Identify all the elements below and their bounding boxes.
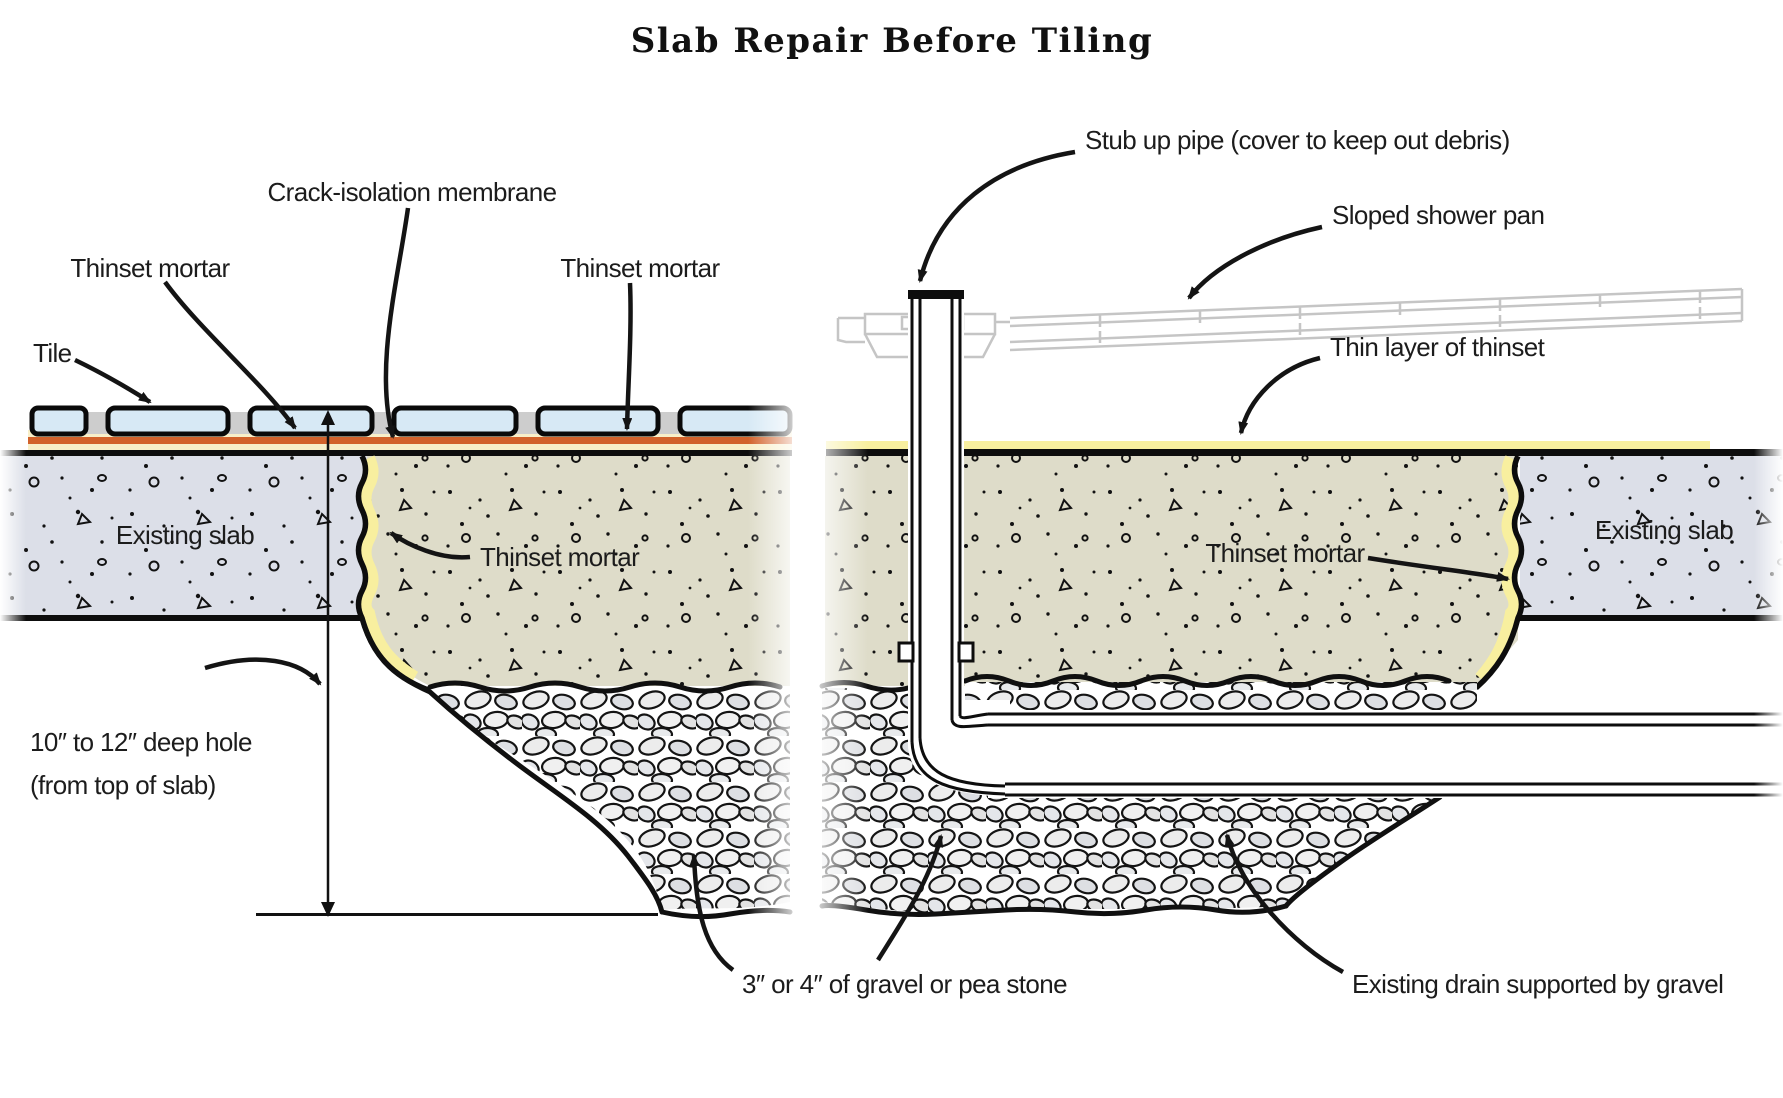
leader-arrows <box>74 149 1510 974</box>
sloped-shower-pan-ghost <box>836 287 1744 359</box>
page-title: Slab Repair Before Tiling <box>631 21 1154 61</box>
gravel-row-outline <box>962 674 1452 688</box>
label-thinset-top-left: Thinset mortar <box>70 253 230 283</box>
label-thinset-joint-right: Thinset mortar <box>1205 538 1365 568</box>
thinset-joint-yellow <box>359 455 419 683</box>
label-existing-slab-right: Existing slab <box>1595 515 1733 545</box>
shower-pan-arrow <box>1187 224 1323 300</box>
right-edge-fade <box>1754 430 1783 810</box>
thinset-top-left-arrow <box>163 280 297 430</box>
mound-bottom-outline <box>819 903 1289 917</box>
label-deep-hole-1: 10″ to 12″ deep hole <box>30 727 252 757</box>
label-tile: Tile <box>33 338 72 368</box>
gravel-left <box>428 690 790 910</box>
right-diagram <box>819 287 1783 917</box>
label-stub-up-pipe: Stub up pipe (cover to keep out debris) <box>1085 125 1510 155</box>
right-diagram-left-fade <box>806 436 868 936</box>
thinset-joint-yellow-right <box>1475 455 1521 682</box>
thinset-joint-arrow-right <box>1367 555 1510 582</box>
pipe-cap <box>908 290 964 299</box>
left-edge-fade <box>0 400 26 650</box>
stub-pipe-body <box>908 290 964 745</box>
pipe-hub-right <box>957 641 975 663</box>
deep-hole-arrow <box>204 657 322 686</box>
thinset-joint-arrow-left <box>389 531 471 560</box>
mound-right-outline <box>1283 794 1443 909</box>
slab-bottom-line <box>0 615 370 621</box>
new-mortar-fill <box>363 456 790 686</box>
slab-top-line <box>0 450 792 456</box>
left-diagram <box>0 405 793 920</box>
gravel-arrow-right <box>876 834 944 962</box>
membrane-arrow <box>383 207 411 439</box>
label-thin-layer-thinset: Thin layer of thinset <box>1330 332 1546 362</box>
pipe-hub-left <box>897 641 915 663</box>
crack-isolation-membrane-layer <box>28 437 792 444</box>
existing-drain-arrow <box>1224 833 1345 974</box>
thin-thinset-arrow <box>1238 355 1321 435</box>
thin-layer-thinset <box>826 441 1710 449</box>
label-existing-slab-left: Existing slab <box>116 520 254 550</box>
label-crack-isolation-membrane: Crack-isolation membrane <box>267 177 556 207</box>
depth-dimension <box>256 410 658 917</box>
pipe-walls <box>897 290 1783 797</box>
existing-slab-right <box>1520 456 1783 618</box>
dimension-baseline <box>256 913 658 916</box>
label-sloped-shower-pan: Sloped shower pan <box>1332 200 1544 230</box>
stub-pipe-arrow <box>917 149 1076 283</box>
existing-slab-left <box>0 456 367 618</box>
thinset-joint-line-right <box>1474 454 1525 691</box>
gravel-mound <box>822 688 1440 913</box>
tile-arrow <box>74 357 152 404</box>
slab-bottom-line-right <box>1518 615 1783 621</box>
left-diagram-right-fade <box>748 400 804 940</box>
slab-top-line-right <box>826 449 1783 456</box>
dimension-arrow-down <box>321 902 335 917</box>
grout-joints <box>86 412 680 434</box>
thinset-top-right-arrow <box>622 282 633 431</box>
label-gravel: 3″ or 4″ of gravel or pea stone <box>742 969 1067 999</box>
hole-edge-outline <box>359 615 665 915</box>
new-mortar-fill-right <box>825 456 1518 686</box>
label-thinset-top-right: Thinset mortar <box>560 253 720 283</box>
label-existing-drain: Existing drain supported by gravel <box>1352 969 1723 999</box>
gravel-arrow-left <box>689 853 735 972</box>
gravel-top-outline <box>427 680 783 694</box>
label-deep-hole-2: (from top of slab) <box>30 770 216 800</box>
dimension-arrow-up <box>321 410 335 425</box>
label-thinset-joint-left: Thinset mortar <box>480 542 640 572</box>
